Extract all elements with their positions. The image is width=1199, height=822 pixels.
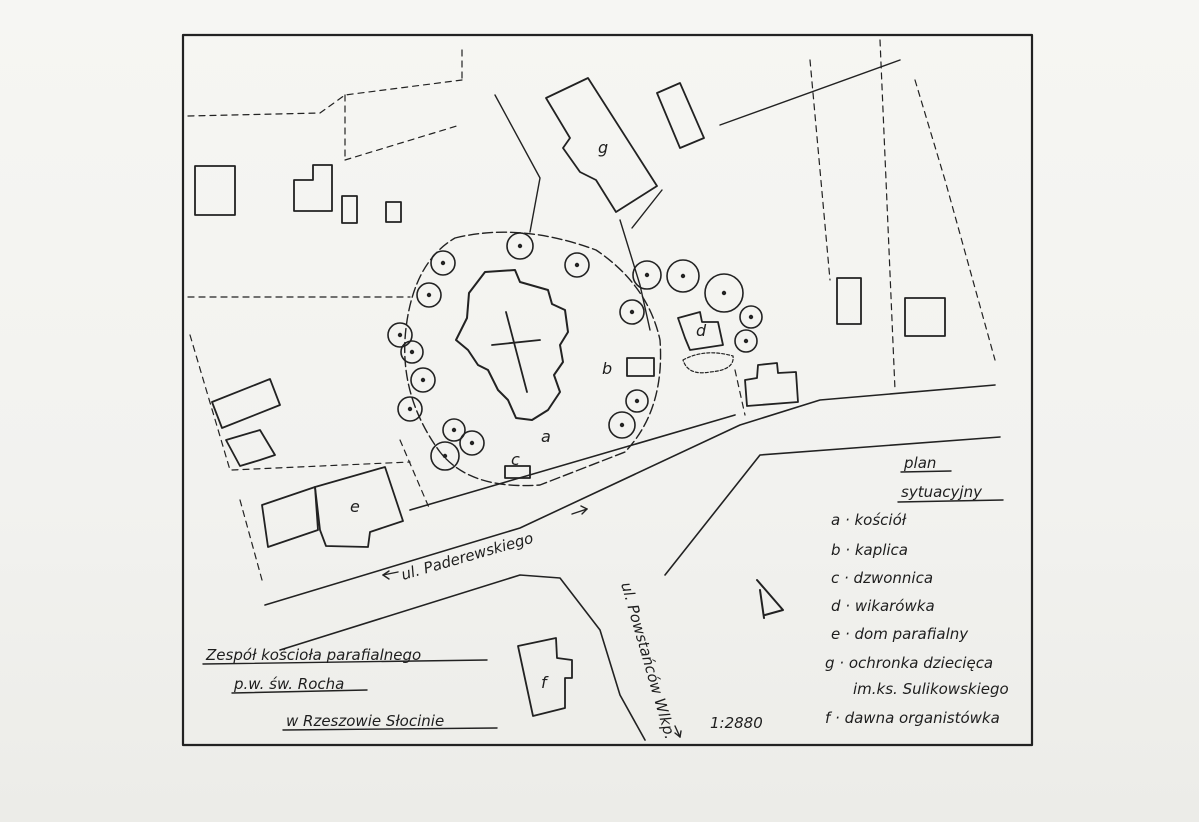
building-b-label: b [602, 359, 612, 378]
tree-icon [608, 411, 636, 439]
legend-item: f · dawna organistówka [825, 709, 1000, 727]
building-small-2 [385, 201, 402, 223]
scale-label: 1:2880 [710, 714, 763, 732]
tree-icon [416, 282, 442, 308]
buildings [194, 77, 946, 717]
building-top-mid [293, 164, 333, 212]
building-e-label: e [350, 497, 360, 516]
street-label-paderewskiego: ul. Paderewskiego [399, 529, 535, 584]
building-c-label: c [511, 450, 520, 469]
building-e [314, 466, 404, 548]
building-g-label: g [598, 138, 608, 157]
building-g [545, 77, 658, 213]
tree-icon [400, 340, 424, 364]
tree-icon [625, 389, 649, 413]
tree-icon [397, 396, 423, 422]
legend-item: im.ks. Sulikowskiego [853, 680, 1009, 698]
churchyard-wall [404, 231, 662, 487]
tree-icon [739, 305, 763, 329]
building-d [677, 311, 724, 351]
title-line-3: w Rzeszowie Słocinie [286, 712, 444, 730]
property-lines [187, 39, 996, 581]
legend-underlines [897, 470, 1004, 503]
building-c [504, 465, 531, 479]
church-a [455, 269, 569, 421]
tree-icon [632, 260, 662, 290]
streets [264, 384, 1001, 741]
legend-item: d · wikarówka [831, 597, 935, 615]
legend-heading-2: sytuacyjny [901, 483, 983, 501]
north-arrow-icon [756, 579, 784, 619]
building-left-2 [225, 429, 276, 467]
tree-icon [506, 232, 534, 260]
tree-icon [704, 273, 744, 313]
tree-icon [666, 259, 700, 293]
trees [387, 232, 763, 471]
legend-heading-1: plan [903, 454, 936, 472]
building-small-1 [341, 195, 358, 224]
tree-icon [410, 367, 436, 393]
building-left-1 [211, 378, 281, 429]
legend-item: c · dzwonnica [831, 569, 933, 587]
boundary-lines [494, 59, 901, 331]
church-cross-icon [491, 311, 541, 393]
tree-icon [442, 418, 466, 442]
building-a-label: a [541, 427, 551, 446]
map-frame [181, 33, 1034, 747]
tree-icon [459, 430, 485, 456]
tree-icon [387, 322, 413, 348]
building-top-right [656, 82, 705, 149]
building-f-label: f [541, 673, 549, 692]
legend-item: e · dom parafialny [831, 625, 969, 643]
building-right-2 [904, 297, 946, 337]
title-line-1: Zespół kościoła parafialnego [205, 646, 421, 664]
tree-icon [564, 252, 590, 278]
legend-item: b · kaplica [831, 541, 908, 559]
legend-item: g · ochronka dziecięca [825, 654, 993, 672]
building-b [626, 357, 655, 377]
tree-icon [430, 250, 456, 276]
tree-icon [430, 441, 460, 471]
hedge-d [682, 352, 734, 374]
street-arrows [382, 505, 682, 738]
title-underlines [202, 659, 498, 731]
building-e-left [261, 486, 319, 548]
building-right-1 [836, 277, 862, 325]
legend-item: a · kościół [831, 511, 907, 529]
building-right-3 [744, 362, 799, 407]
title-line-2: p.w. św. Rocha [233, 675, 344, 693]
building-d-label: d [696, 321, 707, 340]
tree-icon [734, 329, 758, 353]
building-f [517, 637, 573, 717]
tree-icon [619, 299, 645, 325]
street-label-powstancow: ul. Powstańców Wlkp. [617, 580, 679, 741]
building-top-left [194, 165, 236, 216]
